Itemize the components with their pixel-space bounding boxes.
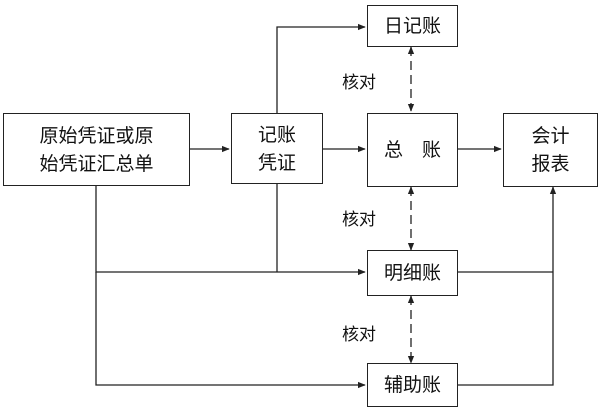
aux-ledger-label: 辅助账 <box>383 374 441 396</box>
source-documents-box: 原始凭证或原 始凭证汇总单 <box>3 113 190 186</box>
source-documents-line2: 始凭证汇总单 <box>39 152 154 175</box>
report-line2: 报表 <box>531 153 570 175</box>
voucher-line2: 凭证 <box>257 151 296 174</box>
detail-ledger-box: 明细账 <box>367 250 458 296</box>
check-label-top: 核对 <box>340 68 378 93</box>
check-label-mid: 核对 <box>340 205 378 230</box>
check-label-bottom: 核对 <box>340 320 378 345</box>
voucher-line1: 记账 <box>257 123 296 146</box>
edge-source-to-aux <box>95 272 366 389</box>
edge-voucher-to-journal <box>276 23 366 113</box>
journal-label: 日记账 <box>383 15 441 37</box>
report-box: 会计 报表 <box>503 113 598 187</box>
edge-source-to-detail <box>95 186 366 276</box>
detail-ledger-label: 明细账 <box>383 262 441 284</box>
edge-aux-to-report <box>458 186 557 386</box>
report-line1: 会计 <box>531 125 570 147</box>
ledger-box: 总 账 <box>367 113 458 187</box>
journal-box: 日记账 <box>367 5 458 47</box>
ledger-label: 总 账 <box>383 139 441 161</box>
aux-ledger-box: 辅助账 <box>367 363 458 407</box>
voucher-box: 记账 凭证 <box>231 113 323 184</box>
source-documents-line1: 原始凭证或原 <box>39 124 154 147</box>
